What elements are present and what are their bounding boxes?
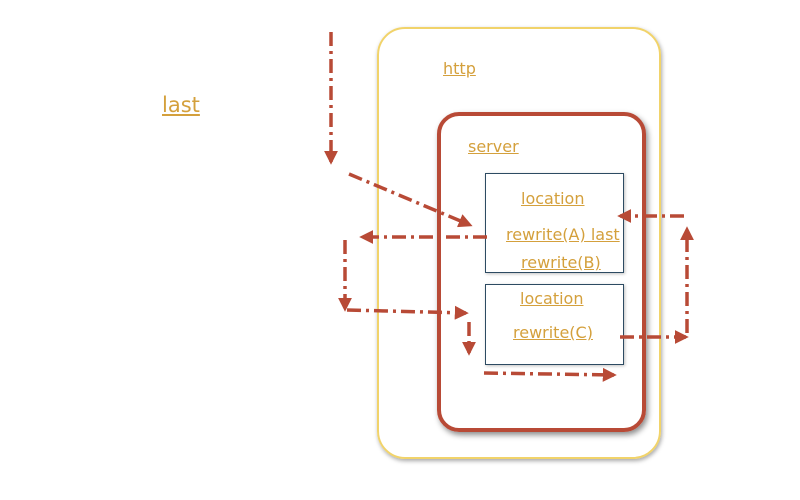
location-2-label: location	[520, 289, 584, 308]
http-label: http	[443, 59, 476, 78]
server-block	[437, 112, 646, 432]
location-block-1	[485, 173, 624, 273]
http-block	[377, 27, 661, 459]
server-label: server	[468, 137, 519, 156]
rewrite-b-label: rewrite(B)	[521, 253, 601, 272]
arrow-bottom-exit	[483, 367, 617, 382]
rewrite-c-label: rewrite(C)	[513, 323, 593, 342]
arrow-into-location-1	[348, 172, 473, 228]
location-1-label: location	[521, 189, 585, 208]
rewrite-a-label: rewrite(A) last	[506, 225, 620, 244]
title-label: last	[162, 93, 200, 117]
location-block-2	[485, 284, 624, 365]
arrow-into-location-2	[346, 305, 469, 320]
